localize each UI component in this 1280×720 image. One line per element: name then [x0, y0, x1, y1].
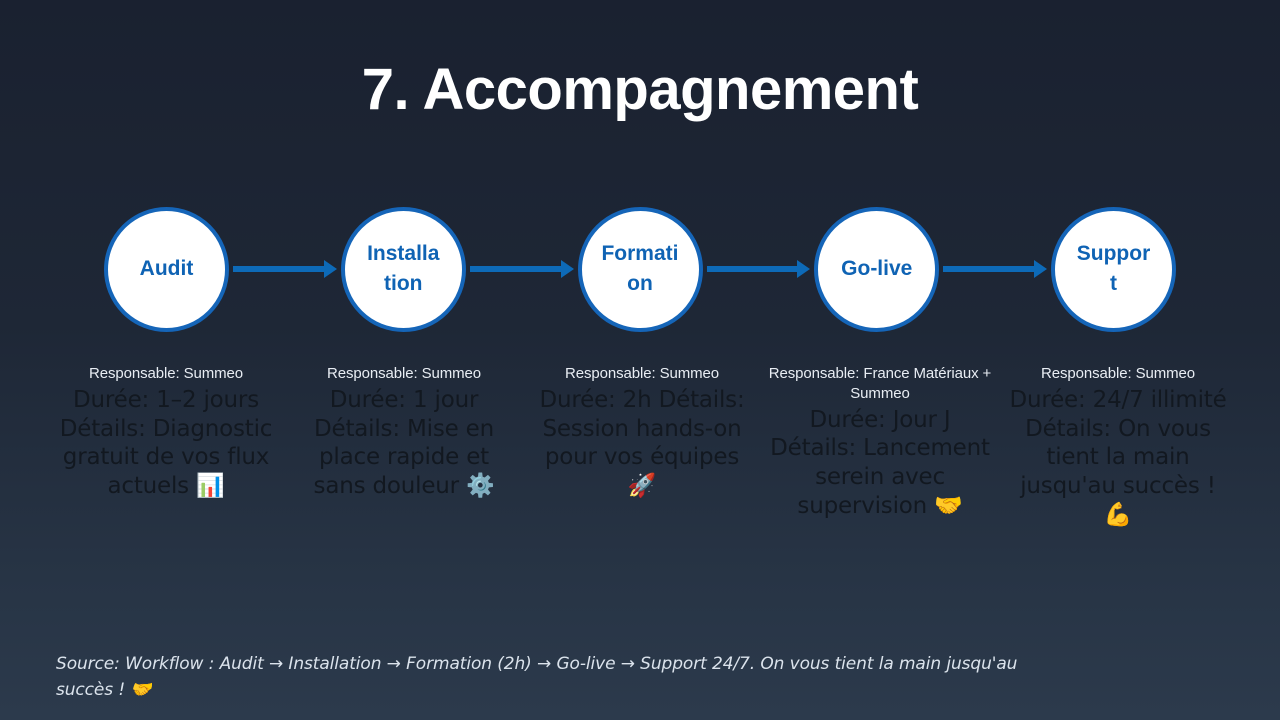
flow-arrow-1 — [233, 259, 337, 279]
step-responsable: Responsable: France Matériaux + Summeo — [768, 365, 992, 402]
step-detail: Durée: 2h Détails: Session hands-on pour… — [539, 386, 745, 500]
flow-node-label: Go-live — [841, 256, 913, 280]
workflow-diagram: Audit Installation Formation Go-live — [104, 206, 1176, 332]
step-captions: Responsable: Summeo Durée: 1–2 jours Dét… — [52, 364, 1232, 530]
step-responsable: Responsable: Summeo — [564, 365, 720, 382]
flow-node-installation[interactable]: Installation — [340, 206, 466, 332]
step-detail: Durée: 1–2 jours Détails: Diagnostic gra… — [59, 386, 273, 500]
flow-node-formation[interactable]: Formation — [577, 206, 703, 332]
step-detail: Durée: 1 jour Détails: Mise en place rap… — [313, 386, 495, 500]
step-responsable: Responsable: Summeo — [1040, 365, 1196, 382]
flow-node-label: Support — [1076, 241, 1151, 295]
step-caption-support: Responsable: Summeo Durée: 24/7 illimité… — [1004, 364, 1232, 530]
flow-node-support[interactable]: Support — [1051, 206, 1176, 332]
flow-node-label: Audit — [139, 256, 194, 280]
step-caption-installation: Responsable: Summeo Durée: 1 jour Détail… — [290, 364, 518, 501]
flow-arrow-3 — [706, 259, 811, 279]
arrow-shaft-icon — [469, 266, 563, 272]
flow-arrow-4 — [943, 259, 1047, 279]
source-note: Source: Workflow : Audit → Installation … — [56, 654, 1018, 700]
arrow-shaft-icon — [706, 266, 800, 272]
step-caption-formation: Responsable: Summeo Durée: 2h Détails: S… — [528, 364, 756, 501]
flow-arrow-2 — [469, 259, 574, 279]
arrow-shaft-icon — [943, 266, 1036, 272]
flow-node-go-live[interactable]: Go-live — [814, 206, 940, 332]
step-detail: Durée: 24/7 illimité Détails: On vous ti… — [1009, 386, 1227, 528]
step-responsable: Responsable: Summeo — [88, 365, 244, 382]
step-detail: Durée: Jour J Détails: Lancement serein … — [770, 406, 990, 519]
flow-node-label: Installation — [367, 241, 440, 295]
arrow-head-icon — [1034, 260, 1047, 278]
arrow-shaft-icon — [233, 266, 326, 272]
flow-node-audit[interactable]: Audit — [104, 206, 229, 332]
page-title: 7. Accompagnement — [361, 57, 919, 122]
arrow-head-icon — [323, 260, 337, 278]
arrow-head-icon — [560, 260, 574, 278]
step-caption-go-live: Responsable: France Matériaux + Summeo D… — [766, 364, 994, 521]
step-responsable: Responsable: Summeo — [326, 365, 482, 382]
flow-node-label: Formation — [601, 241, 679, 295]
arrow-head-icon — [797, 260, 811, 278]
step-caption-audit: Responsable: Summeo Durée: 1–2 jours Dét… — [52, 364, 280, 501]
